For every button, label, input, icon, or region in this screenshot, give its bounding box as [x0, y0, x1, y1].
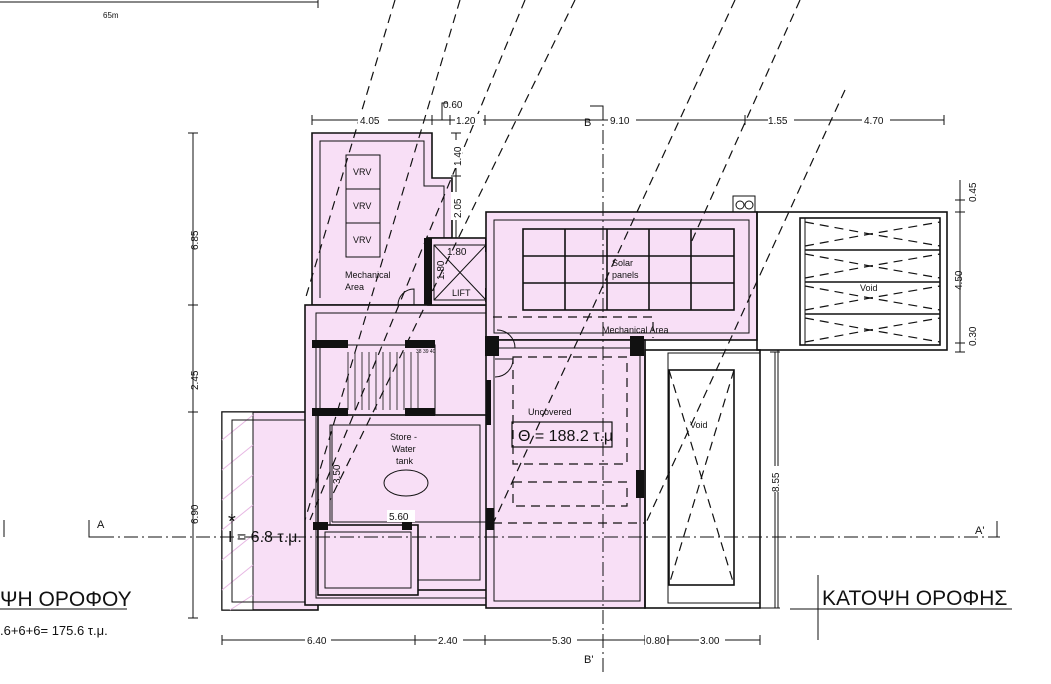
vrv-label-2: VRV	[353, 201, 371, 211]
dim-bottom-2: 2.40	[438, 636, 458, 647]
dim-void-height: 8.55	[771, 472, 782, 492]
top-dimensions: 4.05 0.60 1.20 9.10 1.55 4.70	[311, 100, 945, 127]
section-a-prime-label: A'	[975, 525, 984, 537]
vent-box	[732, 195, 756, 213]
dim-right-3: 0.30	[968, 326, 979, 346]
dim-top-5: 1.55	[768, 116, 788, 127]
dim-store-width: 5.60	[389, 512, 409, 523]
dim-lift-width: 1.80	[447, 247, 467, 258]
section-a-label: A	[97, 519, 105, 531]
section-b-marker	[590, 105, 604, 118]
dim-bottom-1: 6.40	[307, 636, 327, 647]
left-dimensions: 6.85 2.45 6.90	[188, 132, 201, 619]
uncovered-label: Uncovered	[528, 407, 572, 417]
store-label-line1: Store -	[390, 432, 417, 442]
void-column	[644, 349, 779, 609]
theta-area-box	[511, 421, 613, 448]
void-label-1: Void	[690, 420, 708, 430]
section-a-marker	[88, 520, 100, 538]
left-plan-title: ΨΗ ΟΡΟΦΟΥ	[0, 588, 132, 611]
section-b-label: B	[584, 117, 591, 129]
bottom-dimensions: 6.40 2.40 5.30 0.80 3.00	[221, 634, 761, 647]
right-dimensions: 0.45 4.50 0.30 8.55	[769, 180, 979, 609]
dim-right-2: 4.50	[954, 270, 965, 290]
dim-top-6: 4.70	[864, 116, 884, 127]
dim-bottom-4: 0.80	[646, 636, 666, 647]
diagonal-guide-lines	[304, 0, 846, 531]
dim-lift-1: 1.40	[453, 146, 464, 166]
scale-note: 65m	[103, 11, 119, 20]
store-label-line3: tank	[396, 456, 414, 466]
dim-left-3: 6.90	[190, 504, 201, 524]
dim-store-height: 3.50	[332, 464, 343, 484]
central-core	[304, 304, 491, 606]
void-right	[756, 211, 948, 351]
dim-top-1: 4.05	[360, 116, 380, 127]
right-plan-title: ΚΑΤΟΨΗ ΟΡΟΦΗΣ	[822, 587, 1007, 610]
void-label-2: Void	[860, 283, 878, 293]
stair-numbers: 38 39 40	[416, 349, 436, 355]
mechanical-area-label-line1: Mechanical	[345, 270, 391, 280]
dim-top-4: 9.10	[610, 116, 630, 127]
solar-panels-label-line2: panels	[612, 270, 639, 280]
store-label-line2: Water	[392, 444, 416, 454]
dim-left-1: 6.85	[190, 230, 201, 250]
vrv-label-1: VRV	[353, 167, 371, 177]
dim-right-1: 0.45	[968, 182, 979, 202]
vrv-label-3: VRV	[353, 235, 371, 245]
mechanical-area-label-line2: Area	[345, 282, 364, 292]
dim-bottom-5: 3.00	[700, 636, 720, 647]
dim-lift-2: 2.05	[453, 198, 464, 218]
mechanical-area-2-label: Mechanical Area	[602, 325, 669, 335]
solar-panels-label-line1: Solar	[612, 258, 633, 268]
star-mark: *	[228, 511, 236, 533]
solar-panel-area	[485, 195, 758, 341]
dim-bottom-3: 5.30	[552, 636, 572, 647]
lift-label: LIFT	[452, 288, 471, 298]
dim-top-3: 1.20	[456, 116, 476, 127]
dim-left-2: 2.45	[190, 370, 201, 390]
water-tank	[383, 469, 429, 497]
staircase	[319, 344, 436, 416]
section-b-prime-label: B'	[584, 654, 593, 666]
left-plan-subtitle: .6+6+6= 175.6 τ.μ.	[0, 623, 108, 638]
dim-top-2: 0.60	[443, 100, 463, 111]
terrace-left	[221, 411, 319, 611]
iota-area-label: Ι = 6.8 τ.μ.	[228, 529, 302, 546]
theta-area-label: Θ = 188.2 τ.μ	[518, 428, 613, 445]
uncovered-area	[485, 329, 646, 609]
lift-dimensions: 1.40 2.05 1.80 1.80 5.60 3.50	[331, 132, 490, 523]
dim-lift-3: 1.80	[436, 260, 447, 280]
